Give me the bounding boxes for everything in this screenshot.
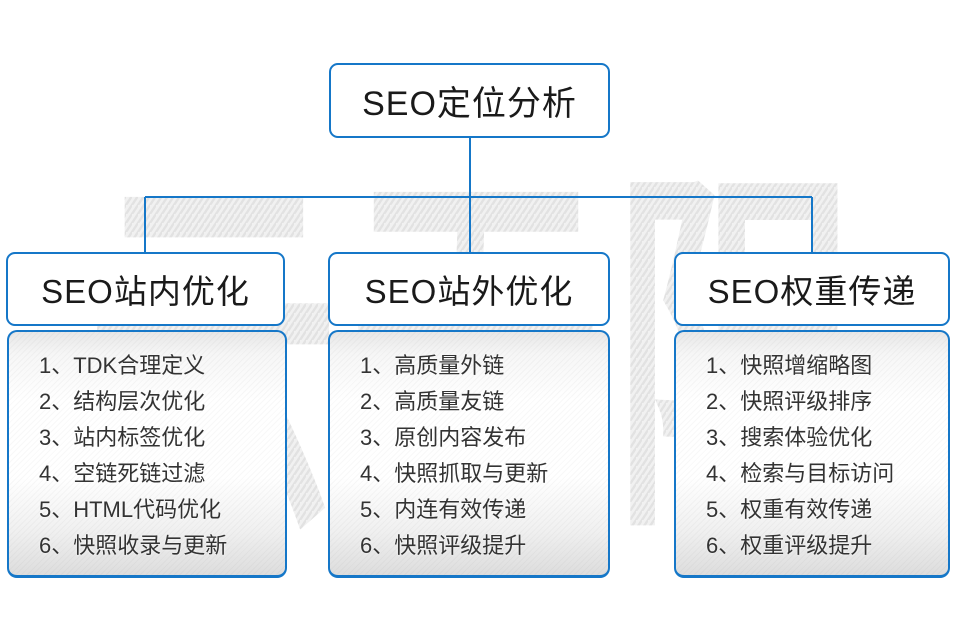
connector-lines — [144, 138, 813, 252]
list-item: 5、内连有效传递 — [360, 497, 527, 522]
list-offsite-optimization: 1、高质量外链 2、高质量友链 3、原创内容发布 4、快照抓取与更新 5、内连有… — [328, 330, 610, 578]
list-item: 4、快照抓取与更新 — [360, 461, 549, 486]
list-item: 6、快照评级提升 — [360, 533, 527, 558]
list-item: 1、快照增缩略图 — [706, 353, 873, 378]
list-item: 5、权重有效传递 — [706, 497, 873, 522]
list-weight-transfer: 1、快照增缩略图 2、快照评级排序 3、搜索体验优化 4、检索与目标访问 5、权… — [674, 330, 950, 578]
list-item: 4、检索与目标访问 — [706, 461, 895, 486]
list-item: 6、权重评级提升 — [706, 533, 873, 558]
list-item: 3、搜索体验优化 — [706, 425, 873, 450]
node-title: SEO定位分析 — [362, 85, 577, 123]
node-title: SEO权重传递 — [707, 273, 917, 310]
node-title: SEO站内优化 — [41, 273, 250, 310]
list-item: 6、快照收录与更新 — [39, 533, 228, 558]
list-item: 2、快照评级排序 — [706, 389, 873, 414]
list-onsite-optimization: 1、TDK合理定义 2、结构层次优化 3、站内标签优化 4、空链死链过滤 5、H… — [7, 330, 287, 578]
list-item: 1、高质量外链 — [360, 353, 505, 378]
node-title: SEO站外优化 — [364, 273, 574, 310]
node-weight-transfer: SEO权重传递 — [674, 252, 950, 326]
list-item: 4、空链死链过滤 — [39, 461, 206, 486]
list-item: 3、站内标签优化 — [39, 425, 206, 450]
list-item: 2、高质量友链 — [360, 389, 505, 414]
node-offsite-optimization: SEO站外优化 — [328, 252, 610, 326]
list-item: 3、原创内容发布 — [360, 425, 527, 450]
node-onsite-optimization: SEO站内优化 — [6, 252, 285, 326]
list-item: 2、结构层次优化 — [39, 389, 206, 414]
node-seo-analysis: SEO定位分析 — [329, 63, 610, 138]
list-item: 5、HTML代码优化 — [39, 497, 222, 522]
list-item: 1、TDK合理定义 — [39, 353, 206, 378]
